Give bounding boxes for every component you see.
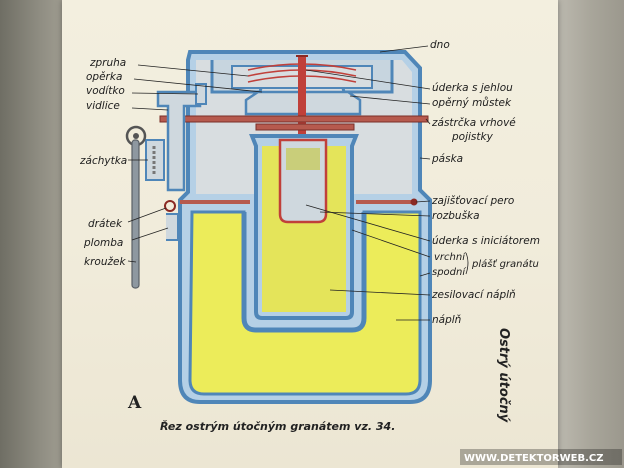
safety-pin (159, 115, 429, 123)
leader-uderka-jehla (305, 69, 431, 90)
label-napln: náplň (432, 314, 461, 326)
label-dratek: drátek (88, 218, 123, 230)
pull-ring-rod (131, 139, 140, 289)
label-brace (465, 252, 469, 275)
side-title: Ostrý útočný (496, 328, 511, 423)
label-zesilovaci-napln: zesilovací náplň (431, 289, 516, 301)
leader-dratek (127, 207, 167, 223)
label-dno: dno (430, 39, 450, 51)
leader-zesilovaci (329, 289, 431, 296)
leader-spodni (419, 272, 431, 277)
striker-rod (298, 56, 306, 206)
figure-caption: Řez ostrým útočným granátem vz. 34. (160, 419, 395, 433)
figure-marker: A (127, 393, 142, 413)
label-zpruha: zpruha (89, 57, 126, 69)
watermark-bg (460, 449, 622, 465)
label-vidlice: vidlice (86, 100, 120, 112)
label-operka: opěrka (86, 71, 122, 83)
background-right (556, 0, 624, 468)
leader-operny-mustek (349, 95, 431, 105)
leader-zastrcka (425, 118, 431, 125)
label-zastrcka-vrhove: zástrčka vrhové (431, 117, 516, 129)
label-vrchni: vrchní (434, 251, 466, 263)
leader-paska (419, 157, 431, 160)
watermark: WWW.DETEKTORWEB.CZ (464, 453, 604, 464)
label-uderka-s-jehlou: úderka s jehlou (432, 82, 513, 94)
leader-zajistovaci (415, 200, 431, 203)
label-rozbuska: rozbuška (432, 210, 480, 222)
leader-krouzek (127, 260, 137, 263)
leader-plomba (131, 227, 169, 241)
label-krouzek: kroužek (84, 256, 126, 268)
leader-uderka-iniciator (305, 204, 431, 242)
label-voditko: vodítko (86, 85, 125, 97)
leader-vrchni (351, 229, 431, 258)
seal-plug (166, 213, 179, 241)
label-zajistovaci-pero: zajišťovací pero (431, 195, 514, 207)
label-uderka-s-iniciatorem: úderka s iniciátorem (432, 235, 540, 247)
label-plomba: plomba (83, 237, 123, 249)
leader-voditko (131, 92, 199, 95)
detonator-cap (286, 148, 320, 170)
label-operny-mustek: opěrný můstek (432, 97, 512, 109)
label-zachytka: záchytka (79, 155, 127, 167)
band-rivet (410, 198, 418, 206)
ring-eye-hole (133, 133, 139, 139)
label-pojistky: pojistky (451, 131, 494, 143)
label-spodni: spodní (432, 266, 466, 278)
inner-shell-wall (241, 212, 367, 333)
leader-vidlice (131, 107, 169, 111)
leader-dno (379, 45, 429, 53)
seal-wire-loop (164, 200, 176, 212)
leader-rozbuska (319, 211, 431, 217)
pin-plate (255, 123, 355, 131)
leader-zpruha (137, 64, 249, 77)
leader-operka (133, 78, 263, 93)
label-paska: páska (431, 153, 463, 165)
background-left (0, 0, 66, 468)
label-plast-granatu: plášť granátu (471, 258, 539, 270)
